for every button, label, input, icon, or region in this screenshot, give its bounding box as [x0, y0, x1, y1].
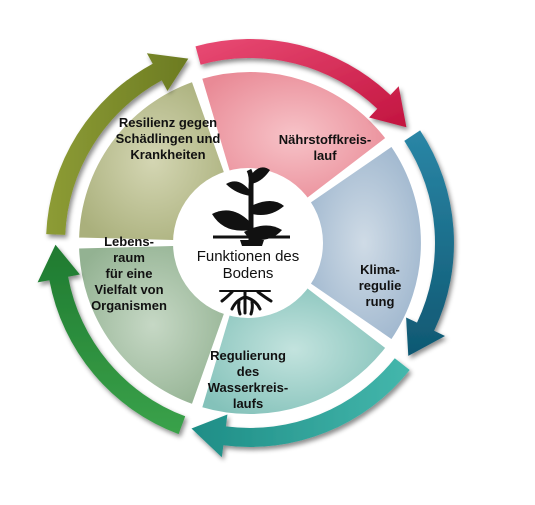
roots-icon: [219, 290, 273, 316]
plant-icon: [212, 167, 290, 246]
segment-label-wasser: Regulierung des Wasserkreis- laufs: [207, 348, 289, 411]
arrow-naehrstoff: [195, 38, 407, 128]
segment-label-lebensraum: Lebens- raum für eine Vielfalt von Organ…: [91, 234, 167, 313]
segment-label-resilienz: Resilienz gegen Schädlingen und Krankhei…: [115, 115, 221, 162]
arrow-lebensraum: [37, 244, 186, 435]
segment-label-klima: Klima- regulie rung: [358, 262, 402, 309]
arrow-wasser: [191, 358, 410, 458]
arrow-resilienz: [46, 53, 189, 235]
arrow-klima: [404, 130, 454, 356]
center-title: Funktionen des Bodens: [196, 248, 300, 282]
segment-label-naehrstoff: Nährstoffkreis- lauf: [278, 132, 372, 163]
